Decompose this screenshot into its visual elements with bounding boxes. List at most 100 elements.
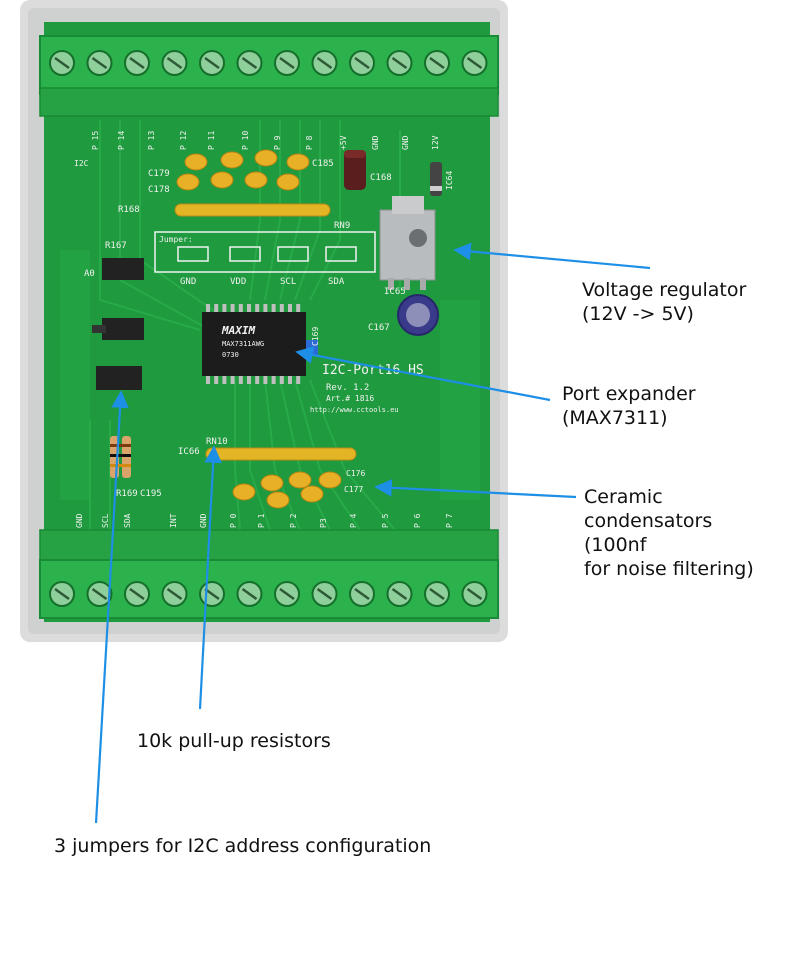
jumper-name: SCL (280, 277, 296, 287)
pin-label: P 6 (413, 513, 422, 528)
pin-label: P 12 (179, 131, 188, 150)
pin-label: P 14 (117, 131, 126, 150)
terminal-screw-slot (391, 587, 408, 601)
label-line: for noise filtering) (584, 558, 754, 580)
chip-pin (279, 304, 284, 312)
pin-label: P 11 (207, 131, 216, 150)
label-line: 10k pull-up resistors (137, 730, 331, 752)
label-line: (MAX7311) (562, 407, 668, 429)
arrow-pullup (198, 445, 222, 710)
top-terminal-block (39, 35, 499, 117)
pin-label: P 13 (147, 131, 156, 150)
label-line: Port expander (562, 383, 696, 405)
ref-label: A0 (84, 269, 95, 279)
jumper-title: Jumper: (159, 235, 193, 244)
chip-pin (255, 304, 260, 312)
terminal-screw-slot (316, 587, 333, 601)
label-ceramic-condensators: Ceramic condensators (100nf for noise fi… (584, 485, 754, 581)
ref-label: C179 (148, 169, 170, 179)
board-name: I2C-Port16 HS (322, 363, 424, 378)
top-capacitors (176, 149, 310, 191)
ref-label: RN9 (334, 221, 350, 231)
board-url: http://www.cctools.eu (310, 406, 399, 414)
label-voltage-regulator: Voltage regulator (12V -> 5V) (582, 278, 746, 326)
jumper-name: SDA (328, 277, 345, 287)
ref-label: C167 (368, 323, 390, 333)
chip-pin (238, 304, 243, 312)
pin-label: +5V (339, 135, 348, 150)
pin-label: GND (401, 135, 410, 150)
label-line: Voltage regulator (582, 279, 747, 301)
terminal-screw-slot (54, 587, 70, 601)
terminal-screw-slot (429, 587, 445, 601)
chip-pin (296, 304, 301, 312)
pin-label: P 8 (305, 135, 314, 150)
pin-label: P 5 (381, 513, 390, 528)
chip-pin (238, 376, 243, 384)
terminal-screw-slot (129, 587, 145, 601)
terminal-screw-slot (241, 56, 258, 70)
resistor-network-rn10 (205, 447, 357, 461)
terminal-screw-slot (316, 56, 333, 70)
chip-pin (214, 304, 219, 312)
ref-label: C195 (140, 489, 162, 499)
ref-label: C169 (311, 327, 320, 346)
arrow-jumpers (94, 390, 129, 824)
chip-pin (230, 376, 235, 384)
terminal-screw-slot (354, 56, 370, 70)
chip-pin (247, 376, 251, 384)
jumper-name: VDD (230, 277, 246, 287)
chip-pin (247, 304, 251, 312)
label-line: (100nf (584, 534, 647, 556)
chip-pin (206, 304, 210, 312)
terminal-screw-slot (279, 56, 295, 70)
voltage-regulator (379, 196, 436, 290)
board-art: Art.# 1816 (326, 394, 374, 403)
ref-label: IC64 (445, 171, 454, 190)
pin-label: SDA (123, 513, 132, 528)
pin-label: P 0 (229, 513, 238, 528)
port-expander-chip (202, 304, 306, 384)
pin-label: P 15 (91, 131, 100, 150)
terminal-screw-slot (466, 56, 483, 70)
pin-label: P 2 (289, 513, 298, 528)
chip-pin (271, 304, 276, 312)
chip-pin (296, 376, 301, 384)
terminal-screw-slot (166, 56, 183, 70)
ref-label: C185 (312, 159, 334, 169)
chip-pin (222, 304, 227, 312)
terminal-screw-slot (91, 56, 108, 70)
chip-part: MAX7311AWG (222, 340, 264, 348)
electrolytic-capacitor-c167 (397, 294, 439, 336)
jumper-name: GND (180, 277, 196, 287)
chip-code: 0730 (222, 351, 239, 359)
ref-label: C178 (148, 185, 170, 195)
pin-label: P 10 (241, 131, 250, 150)
label-line: Ceramic (584, 486, 663, 508)
label-port-expander: Port expander (MAX7311) (562, 382, 696, 430)
ref-label: C177 (344, 485, 363, 494)
jumper-config-area (154, 231, 376, 273)
terminal-screw-slot (241, 587, 258, 601)
terminal-screw-slot (279, 587, 295, 601)
ref-label: I2C (74, 159, 89, 168)
terminal-screw-slot (129, 56, 145, 70)
pin-label: GND (75, 513, 84, 528)
address-jumpers (92, 258, 144, 390)
pin-label: GND (371, 135, 380, 150)
terminal-screw-slot (166, 587, 183, 601)
chip-pin (214, 376, 219, 384)
label-pull-up-resistors: 10k pull-up resistors (137, 729, 331, 753)
diode (430, 162, 442, 196)
arrow-expander (295, 346, 551, 402)
ref-label: C176 (346, 469, 365, 478)
terminal-screw-slot (91, 587, 108, 601)
electrolytic-capacitor-c168 (344, 150, 366, 190)
terminal-screw-slot (429, 56, 445, 70)
chip-pin (288, 376, 292, 384)
terminal-screw-slot (354, 587, 370, 601)
pin-label: P 4 (349, 513, 358, 528)
ref-label: R169 (116, 489, 138, 499)
